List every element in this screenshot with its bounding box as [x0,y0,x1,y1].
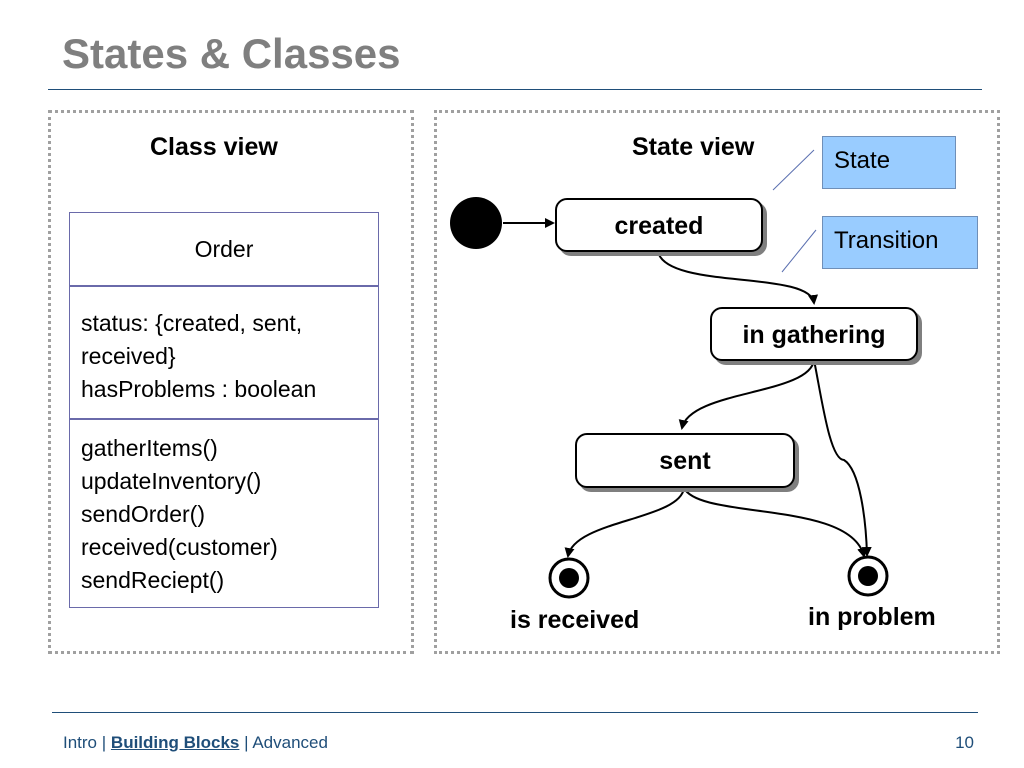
attribute-line: hasProblems : boolean [81,376,317,402]
state-in-gathering: in gathering [710,307,918,361]
footer-link-intro[interactable]: Intro [63,733,98,752]
footer-divider [52,712,978,713]
transition-gathering-to-sent [678,359,815,430]
transition-callout: Transition [822,216,978,269]
state-callout-leader [772,149,815,191]
state-view-panel [434,110,1000,654]
initial-state-dot [450,197,502,249]
state-view-title: State view [632,133,755,161]
footer-separator: | [101,733,107,752]
final-state-problem-dot [858,566,878,586]
final-label-is-received: is received [510,606,640,634]
final-state-received-dot [559,568,579,588]
footer-link-building-blocks[interactable]: Building Blocks [110,733,240,752]
transition-gathering-to-problem [813,359,872,557]
operations-compartment: gatherItems() updateInventory() sendOrde… [69,419,379,608]
footer-separator: | [244,733,249,752]
footer-nav: Intro | Building Blocks | Advanced [63,733,328,753]
operation-line: updateInventory() [81,468,262,494]
operation-line: sendOrder() [81,501,205,527]
transition-created-to-gathering [657,251,818,305]
title-divider [48,89,982,90]
final-label-in-problem: in problem [808,603,936,631]
slide-title: States & Classes [62,30,401,77]
state-sent: sent [575,433,795,488]
operation-line: received(customer) [81,534,278,560]
transition-sent-to-problem [683,487,867,558]
transition-callout-leader [781,229,817,273]
operation-line: gatherItems() [81,435,218,461]
operation-line: sendReciept() [81,567,225,593]
order-class-box: Order status: {created, sent, received} … [69,212,381,608]
state-created: created [555,198,763,252]
attribute-line: received} [81,343,176,369]
class-view-panel [48,110,414,654]
attribute-line: status: {created, sent, [81,310,303,336]
class-name-compartment: Order [69,212,379,286]
page-number: 10 [955,733,974,752]
attributes-compartment: status: {created, sent, received} hasPro… [69,286,379,419]
class-view-title: Class view [150,133,278,161]
state-callout: State [822,136,956,189]
transition-sent-to-received [564,487,685,558]
class-name: Order [194,236,254,262]
footer-link-advanced[interactable]: Advanced [252,733,328,752]
